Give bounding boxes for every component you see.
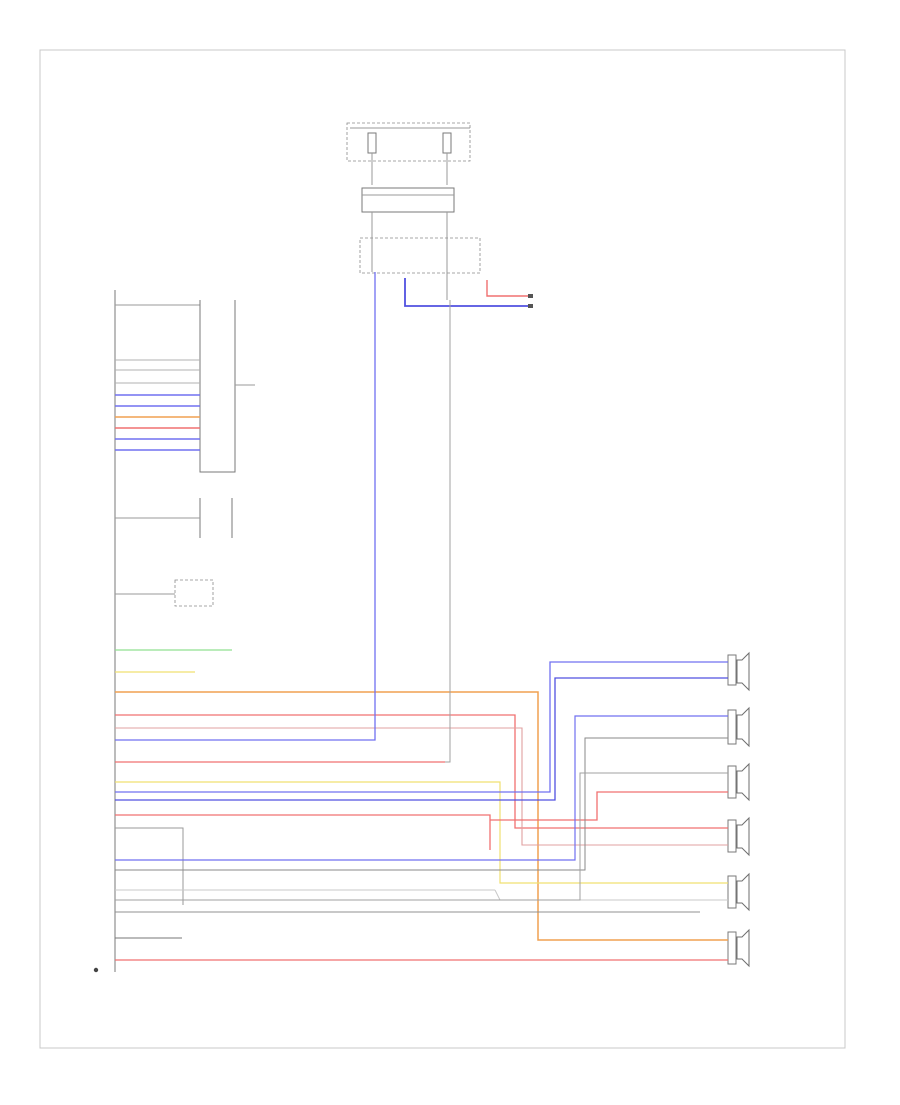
speaker-connectors	[727, 654, 737, 965]
left-unit-body	[114, 290, 200, 972]
speaker-symbols	[736, 651, 750, 968]
upper-module	[199, 300, 255, 473]
speaker-wire-tails	[700, 661, 728, 961]
upper-connector-block	[361, 187, 455, 240]
diagram-frame	[39, 49, 846, 1049]
switch-module	[115, 498, 233, 538]
lower-connector-block	[359, 237, 481, 300]
ground-symbol	[93, 967, 99, 973]
top-right-output	[404, 278, 533, 308]
left-wire-harness	[115, 272, 700, 961]
top-fuse-block	[346, 122, 471, 185]
module-wire-bus	[115, 359, 200, 451]
dashed-control-box	[115, 579, 214, 607]
